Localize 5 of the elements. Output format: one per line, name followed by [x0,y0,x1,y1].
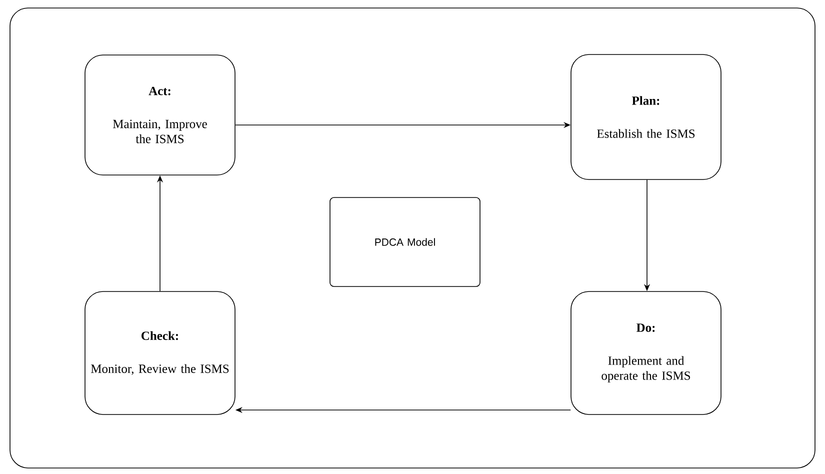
step-box: Do: Implement and operate the ISMS [570,291,722,415]
step-box: Plan: Establish the ISMS [570,54,722,180]
label-box: PDCA Model [330,197,480,287]
step-box: Check: Monitor, Review the ISMS [84,291,236,415]
step-box: Act: Maintain, Improve the ISMS [84,54,236,176]
